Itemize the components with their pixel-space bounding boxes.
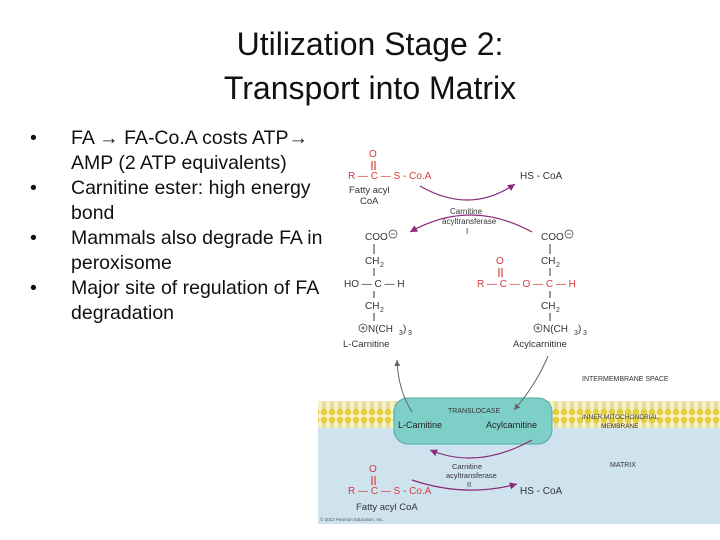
svg-text:CH: CH bbox=[541, 256, 555, 267]
svg-text:R — C — O — C — H: R — C — O — C — H bbox=[477, 279, 576, 290]
translocase-protein bbox=[393, 397, 553, 445]
bullet-item: Major site of regulation of FA degradati… bbox=[30, 276, 330, 326]
svg-text:CH: CH bbox=[541, 301, 555, 312]
cat2-arrow-bottom bbox=[411, 479, 518, 491]
svg-text:2: 2 bbox=[380, 262, 384, 269]
svg-text:3: 3 bbox=[408, 330, 412, 337]
l-carnitine-label: L-Carnitine bbox=[343, 339, 389, 350]
title-line-2: Transport into Matrix bbox=[223, 70, 517, 106]
svg-text:): ) bbox=[578, 324, 581, 335]
cat2-label-3: II bbox=[467, 480, 471, 489]
slide-title: Utilization Stage 2: Transport into Matr… bbox=[120, 22, 620, 110]
cat1-label-3: I bbox=[466, 227, 468, 236]
matrix-label: MATRIX bbox=[610, 462, 636, 469]
cat1-arrow-bottom bbox=[409, 214, 533, 233]
svg-text:O: O bbox=[496, 256, 504, 267]
translocase-right-label: Acylcarnitine bbox=[486, 420, 537, 430]
hs-coa-top: HS - CoA bbox=[520, 171, 563, 182]
svg-text:COO: COO bbox=[541, 232, 564, 243]
svg-text:2: 2 bbox=[556, 307, 560, 314]
hs-coa-bottom: HS - CoA bbox=[520, 486, 563, 497]
cat2-arrow-top bbox=[429, 439, 533, 459]
coa-label-top: CoA bbox=[360, 196, 379, 207]
fatty-acyl-coa-bottom: O R — C — S - Co.A Fatty acyl CoA bbox=[348, 464, 432, 513]
svg-text:O: O bbox=[369, 464, 377, 475]
svg-text:): ) bbox=[403, 324, 406, 335]
fatty-acyl-coa-top: O R — C — S - Co.A Fatty acyl CoA bbox=[348, 149, 432, 207]
acylcarnitine-structure: COO CH 2 O R — C — O — C — H CH 2 N(CH 3… bbox=[477, 229, 587, 350]
cat1-arrow-top bbox=[419, 183, 516, 201]
fatty-acyl-coa-bottom-label: Fatty acyl CoA bbox=[356, 502, 418, 513]
bullet-item: FA → FA-Co.A costs ATP→ AMP (2 ATP equiv… bbox=[30, 126, 330, 176]
bullet-list: FA → FA-Co.A costs ATP→ AMP (2 ATP equiv… bbox=[30, 126, 330, 326]
cat2-label-2: acyltransferase bbox=[446, 471, 497, 480]
inner-membrane-label-2: MEMBRANE bbox=[601, 423, 639, 430]
svg-text:COO: COO bbox=[365, 232, 388, 243]
svg-text:2: 2 bbox=[556, 262, 560, 269]
svg-text:CH: CH bbox=[365, 301, 379, 312]
svg-text:N(CH: N(CH bbox=[543, 324, 568, 335]
title-line-1: Utilization Stage 2: bbox=[236, 26, 504, 62]
translocase-label: TRANSLOCASE bbox=[448, 408, 500, 415]
svg-text:R — C — S - Co.A: R — C — S - Co.A bbox=[348, 486, 432, 497]
l-carnitine-structure: COO CH 2 HO — C — H CH 2 N(CH 3 ) 3 L-Ca… bbox=[343, 229, 412, 350]
cat1-label-2: acyltransferase bbox=[442, 217, 497, 226]
carnitine-export-arrow bbox=[394, 359, 413, 413]
cat1-label-1: Carnitine bbox=[450, 207, 483, 216]
acylcarnitine-label: Acylcarnitine bbox=[513, 339, 567, 350]
svg-text:3: 3 bbox=[574, 330, 578, 337]
svg-text:CH: CH bbox=[365, 256, 379, 267]
cat2-label-1: Carnitine bbox=[452, 462, 482, 471]
bullet-item: Carnitine ester: high energy bond bbox=[30, 176, 330, 226]
bullet-item: Mammals also degrade FA in peroxisome bbox=[30, 226, 330, 276]
svg-text:HO — C — H: HO — C — H bbox=[344, 279, 405, 290]
svg-text:3: 3 bbox=[583, 330, 587, 337]
intermembrane-space-label: INTERMEMBRANE SPACE bbox=[582, 376, 669, 383]
copyright-text: © 2013 Pearson Education, Inc. bbox=[320, 516, 384, 522]
svg-text:2: 2 bbox=[380, 307, 384, 314]
translocase-left-label: L-Carnitine bbox=[398, 420, 442, 430]
svg-text:N(CH: N(CH bbox=[368, 324, 393, 335]
acylcarnitine-import-arrow bbox=[513, 355, 549, 411]
svg-text:O: O bbox=[369, 149, 377, 160]
fatty-acyl-label-top: Fatty acyl bbox=[349, 185, 390, 196]
inner-membrane-label-1: INNER MITOCHONDRIAL bbox=[582, 414, 659, 421]
fatty-acyl-formula-top: R — C — S - Co.A bbox=[348, 171, 432, 182]
svg-text:3: 3 bbox=[399, 330, 403, 337]
